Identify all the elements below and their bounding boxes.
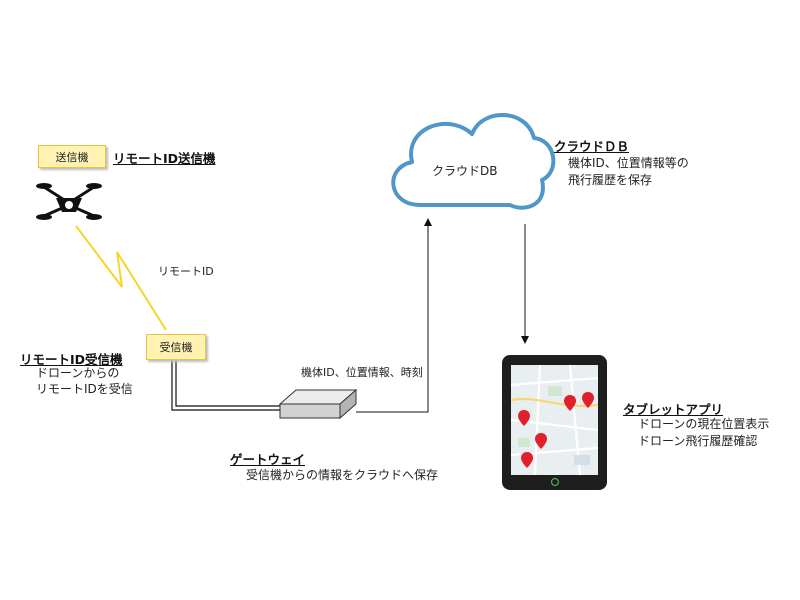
- transmitter-title: リモートID送信機: [113, 151, 216, 166]
- cloud-shape: [391, 113, 556, 210]
- receiver-title: リモートID受信機: [20, 352, 123, 367]
- drone-icon: [36, 183, 102, 220]
- receiver-desc-line2: リモートIDを受信: [36, 382, 133, 396]
- cloud-title: クラウドＤＢ: [554, 139, 630, 154]
- gateway-title: ゲートウェイ: [230, 452, 306, 467]
- transmitter-tag: 送信機: [38, 145, 106, 168]
- gateway-box: [278, 388, 358, 420]
- cloud-inner-label: クラウドDB: [432, 164, 498, 178]
- receiver-desc-line1: ドローンからの: [36, 366, 120, 380]
- link-label: リモートID: [158, 265, 214, 278]
- radio-link: [75, 225, 167, 331]
- tablet-device: [502, 355, 607, 490]
- receiver-tag: 受信機: [146, 334, 206, 360]
- cloud-desc-line1: 機体ID、位置情報等の: [568, 156, 689, 170]
- gateway-desc: 受信機からの情報をクラウドへ保存: [246, 468, 439, 482]
- map-pin-icon: [518, 392, 594, 468]
- tablet-title: タブレットアプリ: [623, 402, 724, 417]
- power-button-icon: [550, 477, 560, 487]
- tablet-desc-line1: ドローンの現在位置表示: [638, 417, 770, 431]
- gateway-data-label: 機体ID、位置情報、時刻: [301, 366, 423, 379]
- receiver-cable: [171, 358, 280, 411]
- gateway-to-cloud-arrow: [356, 218, 432, 413]
- tablet-desc-line2: ドローン飛行履歴確認: [638, 434, 758, 448]
- cloud-desc-line2: 飛行履歴を保存: [568, 173, 653, 187]
